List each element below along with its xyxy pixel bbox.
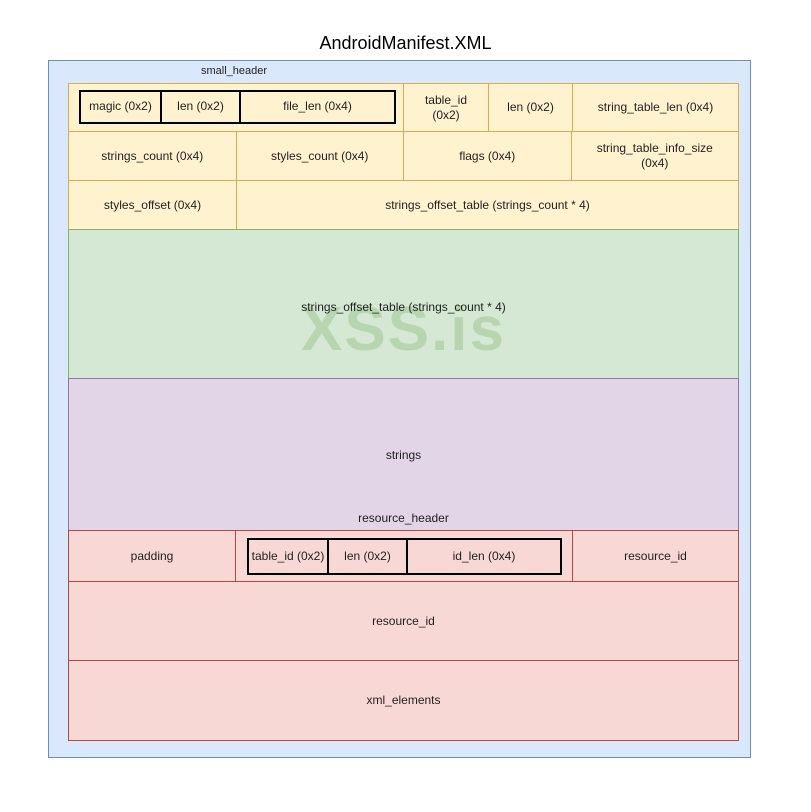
- strings-count-field: strings_count (0x4): [101, 148, 204, 163]
- resource-id-row: resource_id: [68, 581, 739, 661]
- small-header-row-3: styles_offset (0x4) strings_offset_table…: [68, 180, 739, 230]
- tableid-len-idlen-group: table_id (0x2) len (0x2) id_len (0x4): [247, 538, 562, 575]
- magic-field: magic (0x2): [89, 99, 152, 114]
- resource-header-label: resource_header: [358, 511, 449, 525]
- small-header-row-2: strings_count (0x4) styles_count (0x4) f…: [68, 131, 739, 181]
- strings-label: strings: [385, 447, 422, 462]
- diagram-title: AndroidManifest.XML: [319, 33, 492, 53]
- styles-count-field: styles_count (0x4): [235, 132, 404, 180]
- resource-table-group-cell: table_id (0x2) len (0x2) id_len (0x4): [235, 531, 572, 581]
- strings-offset-table-field: strings_offset_table (strings_count * 4): [236, 181, 738, 229]
- xss-watermark: XSS.is: [301, 295, 506, 364]
- xml-elements-block: xml_elements: [366, 693, 441, 707]
- flags-field: flags (0x4): [403, 132, 571, 180]
- string-table-len-field: string_table_len (0x4): [572, 84, 738, 131]
- xml-elements-row: xml_elements: [68, 660, 739, 741]
- small-header-label: small_header: [200, 65, 268, 77]
- len-field: len (0x2): [160, 92, 239, 122]
- resource-id-field: resource_id: [572, 531, 738, 581]
- id-len-field: id_len (0x4): [406, 540, 560, 573]
- manifest-structure-container: small_header magic (0x2) len (0x2) file_…: [48, 60, 751, 758]
- strings-section: strings resource_header: [68, 378, 739, 531]
- strings-offset-table-label: strings_offset_table (strings_count * 4): [301, 300, 506, 314]
- resource-header-row: padding table_id (0x2) len (0x2) id_len …: [68, 530, 739, 582]
- string-table-info-size-field: string_table_info_size (0x4): [570, 132, 739, 180]
- padding-field: padding: [130, 548, 174, 563]
- table-id-field: table_id (0x2): [403, 84, 488, 131]
- magic-group-cell: magic (0x2) len (0x2) file_len (0x4): [69, 84, 403, 131]
- styles-offset-field: styles_offset (0x4): [103, 197, 202, 212]
- len2-field: len (0x2): [488, 84, 572, 131]
- file-len-field: file_len (0x4): [239, 92, 394, 122]
- magic-len-filelen-group: magic (0x2) len (0x2) file_len (0x4): [79, 90, 396, 124]
- resource-id-block: resource_id: [372, 613, 435, 628]
- strings-offset-table-section: strings_offset_table (strings_count * 4)…: [68, 229, 739, 379]
- resource-table-id-field: table_id (0x2): [251, 548, 325, 563]
- small-header-row-1: magic (0x2) len (0x2) file_len (0x4) tab…: [68, 83, 739, 132]
- resource-len-field: len (0x2): [327, 540, 406, 573]
